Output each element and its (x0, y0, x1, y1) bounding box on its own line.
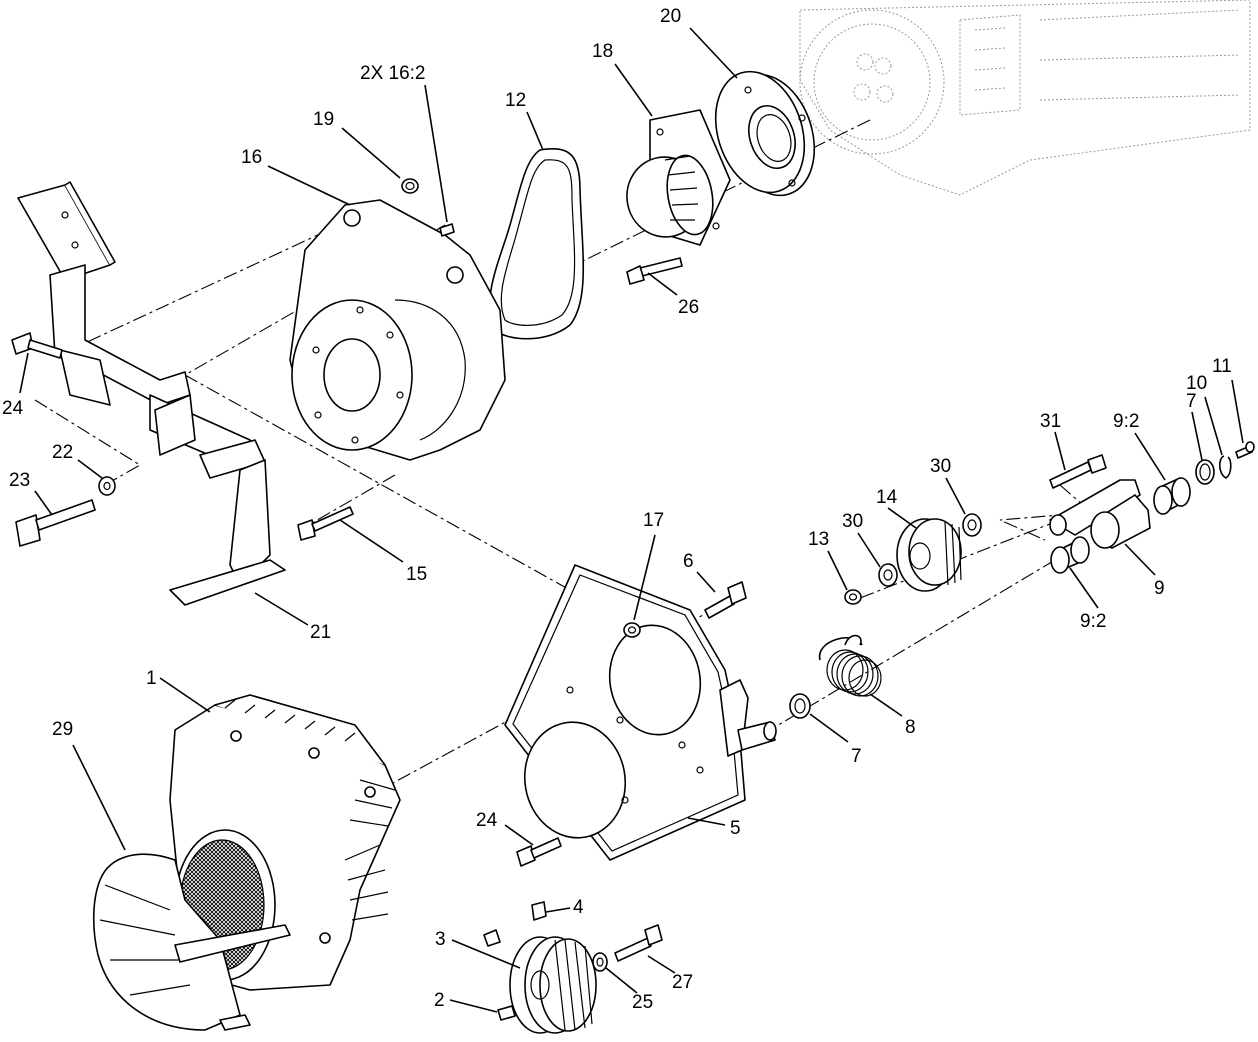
callout-24-bottom: 24 (476, 810, 498, 831)
callout-23: 23 (9, 470, 30, 491)
part-12-drive-belt (488, 148, 585, 340)
callout-22: 22 (52, 442, 73, 463)
callout-13: 13 (808, 529, 829, 550)
callout-21: 21 (310, 622, 331, 643)
callout-6: 6 (683, 551, 694, 572)
callout-10: 10 (1186, 373, 1207, 394)
callout-30-bottom: 30 (842, 511, 863, 532)
part-2-key (497, 1005, 516, 1021)
engine-ghost-outline (799, 0, 1251, 196)
part-8-spring (819, 634, 882, 697)
part-17-nut (623, 622, 641, 638)
part-9-2-bushing-top (1153, 477, 1191, 515)
callout-9-2-bottom: 9:2 (1080, 611, 1106, 632)
callout-2x-16-2: 2X 16:2 (360, 63, 426, 84)
callout-27: 27 (672, 972, 693, 993)
part-3-drive-pulley (509, 936, 597, 1034)
callout-14: 14 (876, 487, 898, 508)
part-19-nut (401, 178, 419, 194)
callout-31: 31 (1040, 411, 1061, 432)
part-4-set-screw (531, 901, 547, 921)
callout-1: 1 (146, 668, 157, 689)
callout-29: 29 (52, 719, 73, 740)
callout-8: 8 (905, 717, 916, 738)
part-20-flange-coupling (714, 70, 816, 197)
callout-19: 19 (313, 109, 334, 130)
callout-4: 4 (573, 897, 584, 918)
part-29-flywheel-guard (92, 853, 331, 1031)
callout-7-bottom: 7 (851, 746, 862, 767)
clutch-housing (289, 199, 506, 461)
part-9-idler-arm (1049, 479, 1151, 549)
part-14-idler-pulley (896, 518, 962, 592)
part-13-nut (844, 589, 862, 605)
part-30-washer-right (962, 513, 982, 537)
callout-24-top: 24 (2, 398, 24, 419)
callout-7-top: 7 (1186, 391, 1197, 412)
part-27-bolt (614, 924, 663, 962)
callout-5: 5 (730, 818, 741, 839)
part-3-set-screw (483, 929, 501, 947)
callout-12: 12 (505, 90, 526, 111)
part-6-bolt (704, 581, 747, 619)
callout-17: 17 (643, 510, 664, 531)
part-16-stud (439, 223, 455, 237)
part-7-washer-top (1195, 459, 1215, 485)
callout-11: 11 (1212, 356, 1232, 377)
leader-lines (19, 27, 1244, 1013)
part-22-washer (98, 476, 116, 496)
callout-18: 18 (592, 41, 613, 62)
callout-15: 15 (406, 564, 427, 585)
callout-3: 3 (435, 929, 446, 950)
callout-16: 16 (241, 147, 262, 168)
part-11-pin (1235, 441, 1255, 459)
callout-26: 26 (678, 297, 699, 318)
part-21-mount-bracket (17, 181, 286, 606)
callout-25: 25 (632, 992, 653, 1013)
part-30-washer-left (878, 563, 898, 587)
part-25-washer (592, 952, 608, 972)
callout-2: 2 (434, 990, 445, 1011)
callout-30-top: 30 (930, 456, 951, 477)
callout-labels: 20 18 2X 16:2 12 19 16 26 24 22 23 15 21… (2, 6, 1232, 1013)
part-26-bolt (626, 257, 683, 285)
part-24-bolt-bottom (516, 837, 562, 867)
part-10-retaining-ring (1218, 455, 1232, 479)
part-7-washer-bottom (789, 693, 811, 719)
callout-20: 20 (660, 6, 681, 27)
part-9-2-bushing-bottom (1050, 536, 1090, 574)
part-23-bolt (15, 499, 96, 547)
part-18-clutch-drum (626, 109, 731, 246)
part-5-mounting-plate (504, 564, 777, 861)
callout-9: 9 (1154, 578, 1165, 599)
part-24-bolt-top (11, 332, 63, 359)
part-31-bolt (1049, 454, 1107, 489)
callout-9-2-top: 9:2 (1113, 411, 1139, 432)
part-15-bolt (297, 506, 354, 541)
